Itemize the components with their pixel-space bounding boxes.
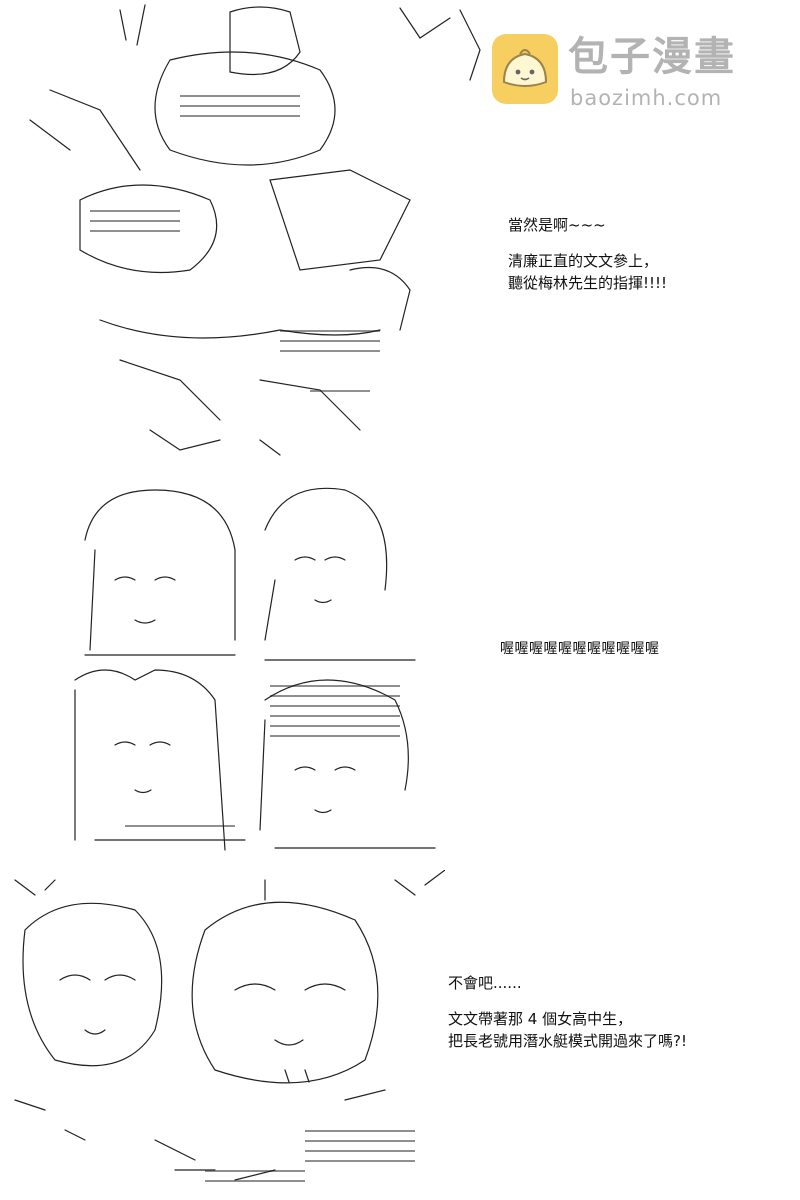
watermark: 包子漫畫 baozimh.com [488, 30, 778, 120]
caption-line: 聽從梅林先生的指揮!!!! [508, 274, 668, 292]
caption-line: 把長老號用潛水艇模式開過來了嗎?! [448, 1032, 687, 1050]
caption-panel-3: 不會吧...... 文文帶著那 4 個女高中生， 把長老號用潛水艇模式開過來了嗎… [448, 972, 687, 1052]
caption-line: 當然是啊~~~ [508, 216, 606, 234]
watermark-url: baozimh.com [570, 86, 723, 110]
caption-line: 清廉正直的文文參上， [508, 252, 659, 270]
watermark-title: 包子漫畫 [568, 34, 736, 80]
ascii-art-faces [5, 870, 445, 1195]
panel-3: 不會吧...... 文文帶著那 4 個女高中生， 把長老號用潛水艇模式開過來了嗎… [0, 860, 800, 1200]
caption-panel-1: 當然是啊~~~ 清廉正直的文文參上， 聽從梅林先生的指揮!!!! [508, 214, 667, 294]
ascii-art-four-girls [65, 470, 445, 855]
caption-panel-2: 喔喔喔喔喔喔喔喔喔喔喔 [500, 638, 660, 660]
caption-line: 喔喔喔喔喔喔喔喔喔喔喔 [500, 641, 660, 657]
panel-1: 當然是啊~~~ 清廉正直的文文參上， 聽從梅林先生的指揮!!!! [0, 0, 800, 470]
caption-line: 文文帶著那 4 個女高中生， [448, 1010, 633, 1028]
bun-logo-icon [490, 32, 560, 106]
panel-2: 喔喔喔喔喔喔喔喔喔喔喔 [0, 470, 800, 860]
caption-line: 不會吧...... [448, 974, 522, 992]
ascii-art-crowd [20, 0, 500, 465]
